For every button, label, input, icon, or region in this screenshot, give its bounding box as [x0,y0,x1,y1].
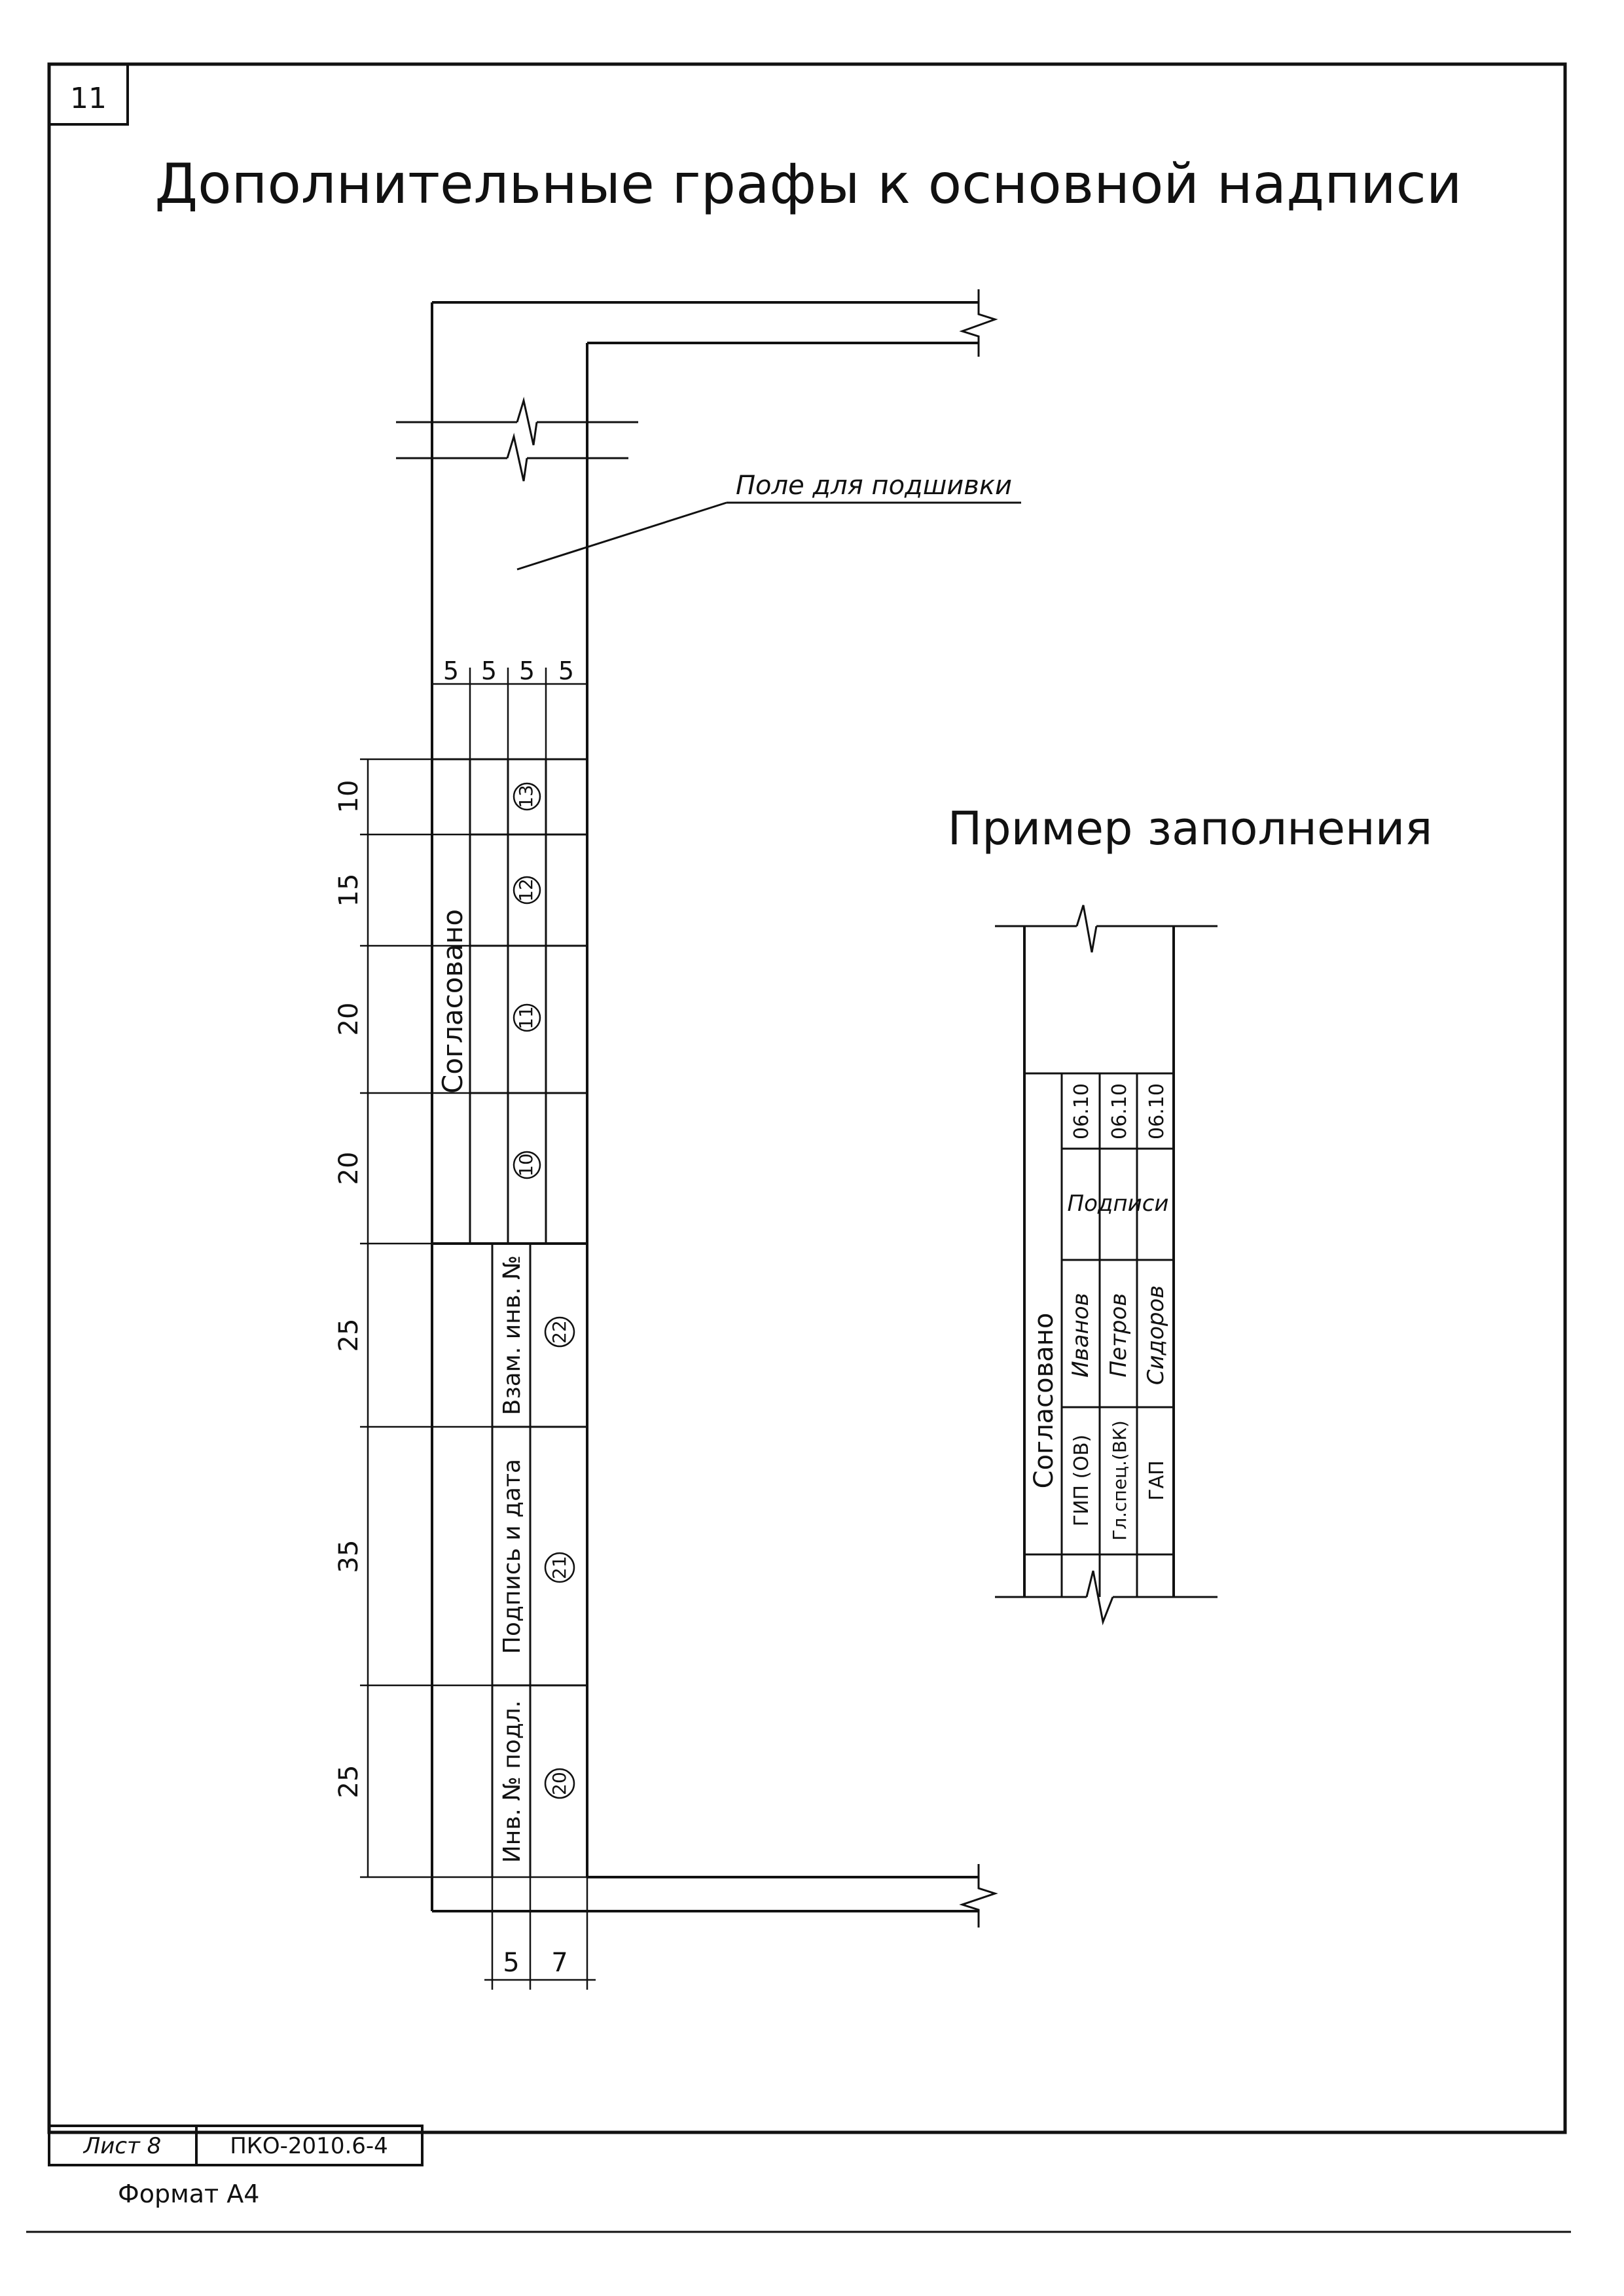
field-circle [544,1768,575,1799]
field-number: 22 [549,1320,570,1344]
signature-date-label: Подпись и дата [499,1459,526,1654]
circled-field-20: 20 [544,1768,575,1799]
example-signatures-label: Подписи [1068,1191,1169,1217]
top-dimension-3: 5 [519,656,535,685]
main-stamp-diagram: Поле для подшивки 5 5 5 5 Согласовано 13… [334,289,1021,1990]
left-dimension-5: 25 [334,1319,364,1352]
example-stamp: Согласовано 06.10 06.10 06.10 Подписи Ив… [995,905,1218,1626]
sheet-number-box [48,63,129,126]
circled-field-13: 13 [513,782,541,811]
example-date-1: 06.10 [1070,1083,1093,1139]
example-date-2: 06.10 [1108,1083,1131,1139]
left-dimension-4: 20 [334,1152,364,1185]
field-circle [513,1003,541,1032]
example-name-2: Петров [1106,1293,1132,1378]
original-inventory-label: Инв. № подл. [499,1700,526,1863]
field-circle [544,1316,575,1348]
field-number: 11 [515,1006,537,1030]
break-mark-bottom-right [959,1864,998,1928]
bottom-dimension-2: 7 [551,1948,568,1978]
example-agreed-label: Согласовано [1029,1313,1059,1489]
top-dimension-2: 5 [481,656,497,685]
circled-field-11: 11 [513,1003,541,1032]
field-number: 21 [549,1556,570,1579]
example-bottom-break [1085,1570,1114,1626]
break-mark-top-right [959,289,998,357]
field-number: 20 [549,1772,570,1795]
agreed-label: Согласовано [437,909,469,1094]
left-dimension-3: 20 [334,1003,364,1036]
left-dimension-6: 35 [334,1540,364,1573]
field-circle [513,876,541,905]
left-dimension-2: 15 [334,874,364,907]
left-dimension-1: 10 [334,780,364,814]
example-heading: Пример заполнения [948,802,1433,855]
example-date-3: 06.10 [1146,1083,1168,1139]
top-dimension-4: 5 [558,656,574,685]
binding-field-label: Поле для подшивки [736,471,1012,501]
circled-field-21: 21 [544,1552,575,1583]
top-dimension-1: 5 [443,656,459,685]
replacement-inventory-label: Взам. инв. № [499,1255,526,1415]
page-title: Дополнительные графы к основной надписи [155,152,1462,216]
example-position-3: ГАП [1146,1460,1168,1500]
break-zigzag-lower [506,433,528,482]
footer-stamp: Лист 8 ПКО-2010.6-4 [48,2125,424,2166]
footer-doc-code: ПКО-2010.6-4 [230,2133,388,2159]
example-position-2: Гл.спец.(ВК) [1109,1420,1130,1541]
bottom-dimension-1: 5 [503,1948,519,1978]
footer-sheet-label: Лист 8 [82,2133,162,2159]
circled-field-10: 10 [513,1151,541,1179]
sheet-frame [47,62,1567,2134]
break-zigzag-upper [516,397,538,446]
example-top-break [1075,905,1098,953]
field-number: 10 [515,1153,537,1177]
field-number: 12 [515,878,537,902]
example-name-3: Сидоров [1143,1285,1169,1386]
circled-field-22: 22 [544,1316,575,1348]
binding-field-leader [516,501,727,571]
example-position-1: ГИП (ОВ) [1070,1435,1093,1526]
field-circle [513,782,541,811]
left-dimension-7: 25 [334,1765,364,1799]
footer-format-label: Формат А4 [118,2179,259,2208]
field-number: 13 [515,785,537,808]
field-circle [544,1552,575,1583]
sheet-number: 11 [70,82,107,115]
circled-field-12: 12 [513,876,541,905]
footer-box [48,2125,424,2166]
example-name-1: Иванов [1068,1293,1094,1377]
field-circle [513,1151,541,1179]
